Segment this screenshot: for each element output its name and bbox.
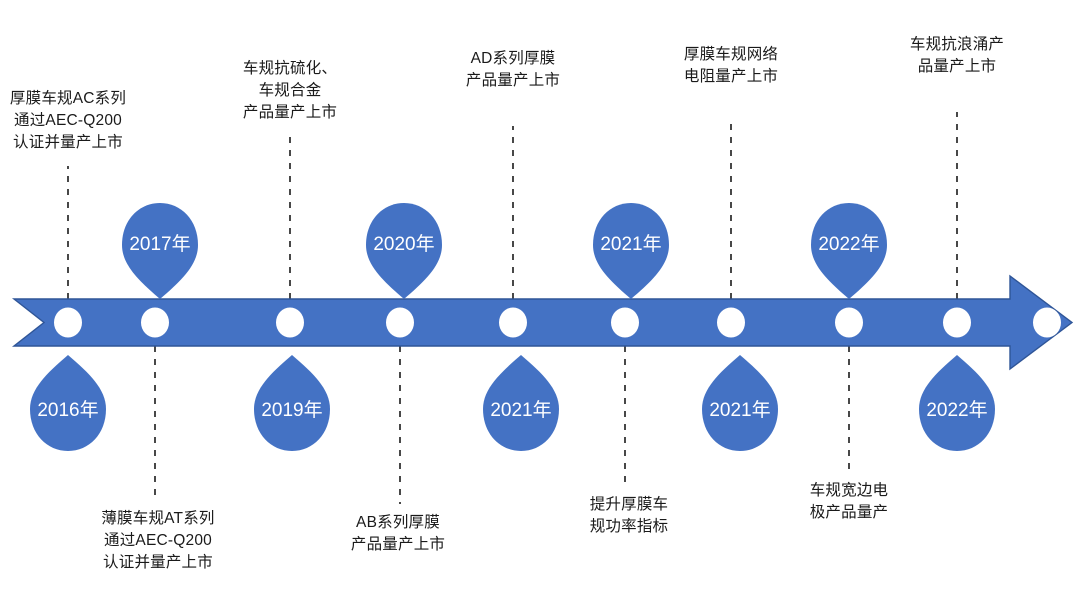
event-label-e9: AD系列厚膜 产品量产上市 [465,50,561,89]
timeline-node-6[interactable] [611,307,639,338]
event-label-e13: 厚膜车规网络 电阻量产上市 [683,46,779,85]
year-pin-e2[interactable]: 2016年 [30,355,106,451]
pin-year-label: 2021年 [490,399,551,421]
timeline-node-2[interactable] [141,307,169,338]
pin-year-label: 2017年 [129,233,190,255]
year-pin-e18[interactable]: 2022年 [919,355,995,451]
pin-year-label: 2020年 [373,233,434,255]
year-pin-e10[interactable]: 2021年 [483,355,559,451]
year-pin-e7[interactable]: 2020年 [366,203,442,299]
timeline-node-10[interactable] [1033,307,1061,338]
event-label-e1: 厚膜车规AC系列 通过AEC-Q200 认证并量产上市 [9,90,127,151]
pin-year-label: 2016年 [37,399,98,421]
event-label-e4: 薄膜车规AT系列 通过AEC-Q200 认证并量产上市 [101,510,215,571]
timeline-pins: 2016年 2017年 2019年 2020年 2021年 2021年 2021年 2022年… [30,203,995,451]
timeline-node-9[interactable] [943,307,971,338]
event-label-e5: 车规抗硫化、 车规合金 产品量产上市 [242,60,338,121]
timeline-node-1[interactable] [54,307,82,338]
year-pin-e15[interactable]: 2022年 [811,203,887,299]
timeline-node-7[interactable] [717,307,745,338]
timeline-arrow-bar [11,274,1074,371]
year-pin-e14[interactable]: 2021年 [702,355,778,451]
event-label-e12: 提升厚膜车 规功率指标 [589,496,669,535]
event-label-e8: AB系列厚膜 产品量产上市 [350,514,446,553]
pin-year-label: 2022年 [926,399,987,421]
pin-year-label: 2022年 [818,233,879,255]
timeline-nodes [54,307,1061,338]
pin-year-label: 2021年 [709,399,770,421]
year-pin-e3[interactable]: 2017年 [122,203,198,299]
pin-year-label: 2019年 [261,399,322,421]
timeline-node-5[interactable] [499,307,527,338]
year-pin-e6[interactable]: 2019年 [254,355,330,451]
event-label-e16: 车规宽边电 极产品量产 [809,482,889,521]
connector-lines [67,112,958,504]
year-pin-e11[interactable]: 2021年 [593,203,669,299]
timeline-node-4[interactable] [386,307,414,338]
event-label-e17: 车规抗浪涌产 品量产上市 [909,36,1005,75]
pin-year-label: 2021年 [600,233,661,255]
timeline-node-3[interactable] [276,307,304,338]
timeline-node-8[interactable] [835,307,863,338]
